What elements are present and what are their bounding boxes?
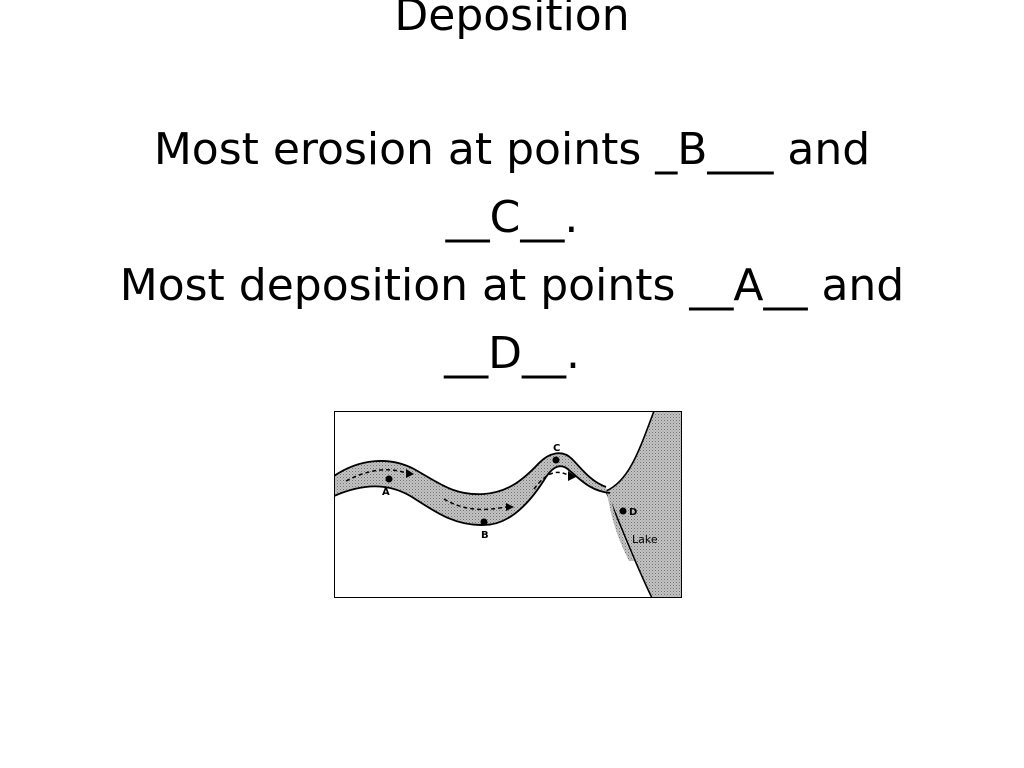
point-d-marker — [619, 507, 627, 515]
flow-arrowhead-2 — [506, 503, 514, 511]
point-a-marker — [385, 475, 393, 483]
flow-arrowhead-3 — [568, 471, 576, 481]
river-bank-north — [334, 452, 607, 496]
river-diagram-svg: A B C D Lake — [334, 411, 682, 598]
point-b-label: B — [481, 530, 489, 541]
flow-arrowhead-1 — [406, 469, 414, 478]
point-a-label: A — [382, 487, 390, 498]
slide-title-text: Deposition — [394, 0, 630, 41]
erosion-statement-line-1: Most erosion at points _B___ and — [153, 124, 871, 175]
flow-arrow-3 — [533, 471, 569, 490]
point-d-label: D — [629, 507, 637, 518]
point-b-marker — [480, 518, 488, 526]
river-bank-south — [334, 465, 611, 526]
deposition-statement-line-1: Most deposition at points __A__ and — [119, 260, 905, 311]
river-diagram: A B C D Lake — [334, 411, 682, 598]
erosion-statement: Most erosion at points _B___ and __C__. — [0, 116, 1024, 252]
flow-arrow-2 — [443, 498, 507, 511]
slide-title: Deposition — [0, 0, 1024, 50]
river-channel — [334, 453, 634, 561]
deposition-statement: Most deposition at points __A__ and __D_… — [0, 252, 1024, 388]
point-c-label: C — [553, 443, 560, 454]
erosion-statement-line-2: __C__. — [445, 192, 579, 243]
deposition-statement-line-2: __D__. — [444, 328, 580, 379]
lake-area — [604, 411, 682, 598]
point-c-marker — [552, 456, 560, 464]
flow-arrow-1 — [345, 468, 407, 482]
lake-label: Lake — [632, 533, 658, 546]
